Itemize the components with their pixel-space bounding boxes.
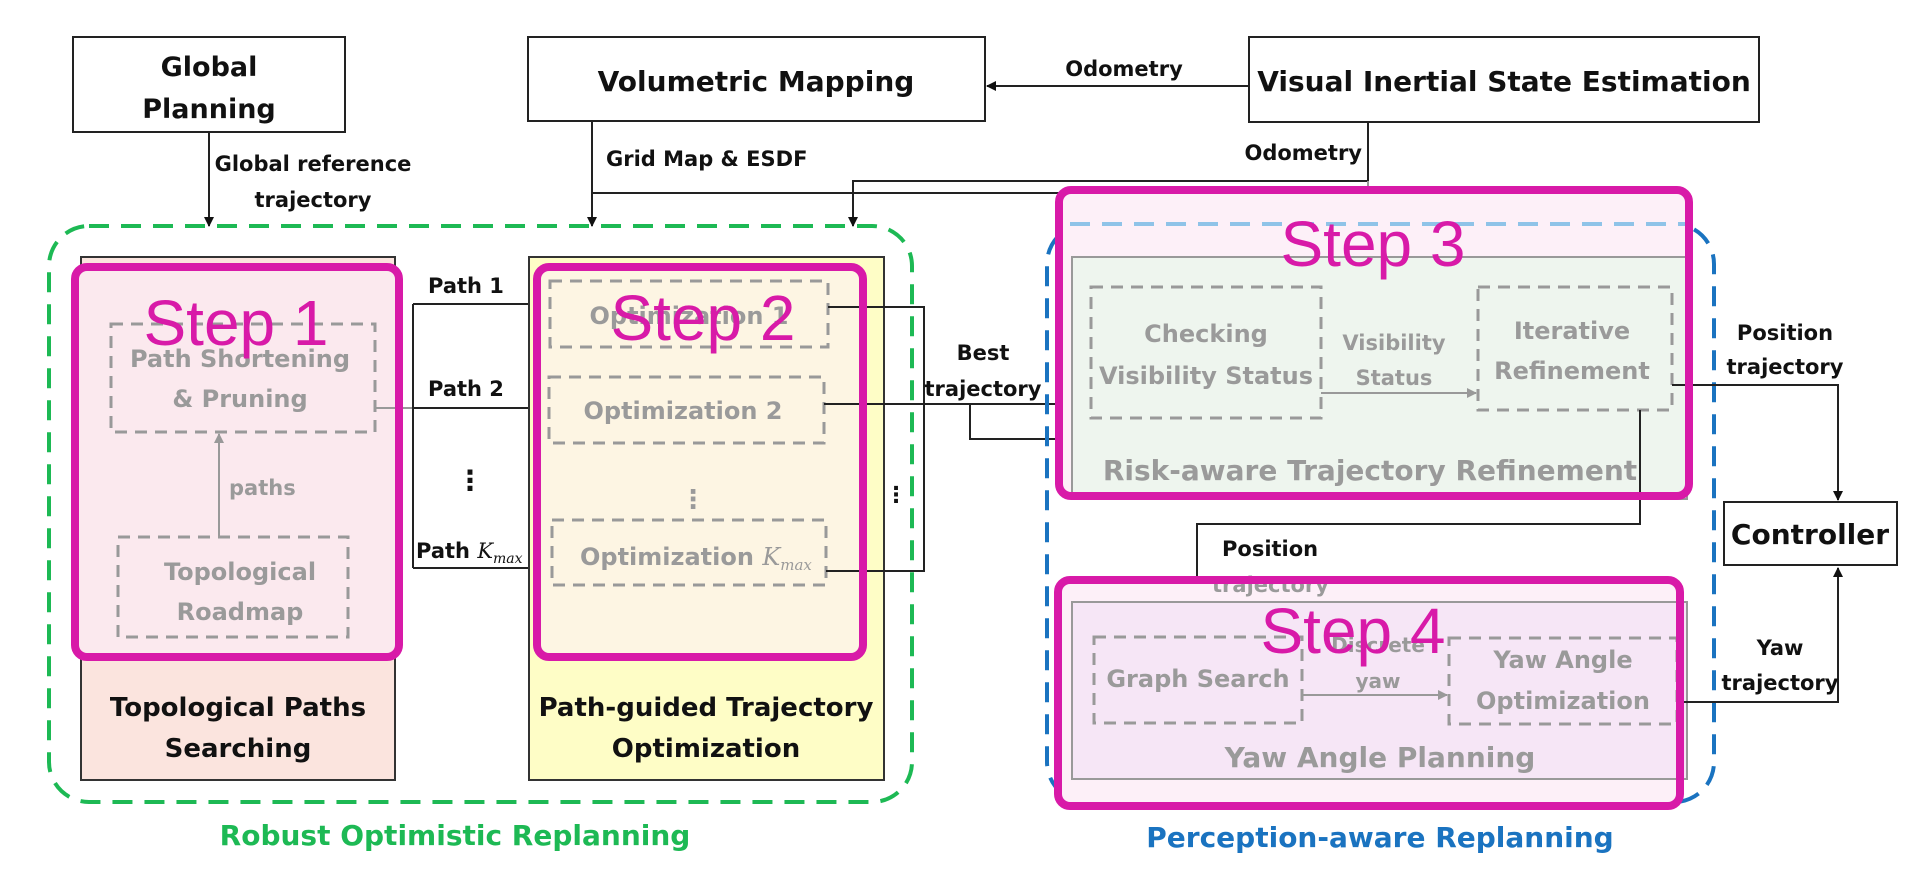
controller-box: Controller — [1723, 501, 1898, 566]
risk-title: Risk-aware Trajectory Refinement — [1103, 454, 1637, 487]
iterative-label-2: Refinement — [1494, 357, 1650, 385]
odometry-branch-line — [848, 122, 1369, 227]
global-planning-label-2: Planning — [142, 94, 276, 125]
iterative-label-1: Iterative — [1514, 317, 1630, 345]
step1-fill — [77, 269, 397, 656]
step2-label: Step 2 — [610, 282, 795, 354]
optimization-1-node — [548, 279, 830, 349]
step1-highlight — [71, 263, 403, 661]
grid-map-label: Grid Map & ESDF — [606, 147, 807, 171]
global-ref-label-1: Global reference — [215, 152, 412, 176]
step3-highlight — [1055, 186, 1693, 500]
topological-roadmap-node — [116, 535, 350, 639]
position-traj-right-label-2: trajectory — [1727, 355, 1844, 379]
paths-label: paths — [229, 476, 296, 500]
merge-bracket — [826, 306, 925, 572]
optimization-k-label: Optimization Kmax — [580, 543, 812, 574]
global-ref-label-2: trajectory — [255, 188, 372, 212]
path-ellipsis: ⋮ — [456, 464, 484, 497]
topo-title-2: Searching — [165, 734, 312, 764]
visibility-status-label-2: Status — [1356, 366, 1433, 390]
roadmap-label-1: Topological — [164, 558, 316, 586]
topo-title-1: Topological Paths — [110, 693, 366, 723]
yaw-title: Yaw Angle Planning — [1224, 741, 1536, 774]
odometry-top-label: Odometry — [1065, 57, 1183, 81]
checking-label-2: Visibility Status — [1099, 362, 1313, 390]
volumetric-mapping-label: Volumetric Mapping — [598, 65, 915, 98]
step2-highlight — [533, 263, 867, 661]
opt-title-1: Path-guided Trajectory — [539, 693, 874, 723]
yaw-opt-label-2: Optimization — [1476, 687, 1650, 715]
optimization-k-node — [550, 518, 828, 587]
yaw-opt-label-1: Yaw Angle — [1492, 646, 1632, 674]
robust-replanning-group — [47, 224, 914, 804]
merge-ellipsis: ⋮ — [885, 483, 907, 508]
yaw-trajectory-arrow — [1677, 567, 1843, 703]
volumetric-mapping-box: Volumetric Mapping — [527, 36, 986, 122]
optimization-2-label: Optimization 2 — [583, 397, 782, 425]
graph-search-label: Graph Search — [1106, 665, 1289, 693]
global-planning-label-1: Global — [161, 52, 258, 83]
optimization-1-label: Optimization 1 — [589, 302, 788, 330]
discrete-yaw-label-2: yaw — [1355, 669, 1400, 693]
yaw-traj-label-2: trajectory — [1722, 671, 1839, 695]
global-planning-box: Global Planning — [72, 36, 346, 133]
position-traj-right-label-1: Position — [1737, 321, 1833, 345]
checking-label-1: Checking — [1144, 320, 1268, 348]
position-trajectory-arrow — [1672, 384, 1843, 501]
yaw-traj-label-1: Yaw — [1756, 636, 1804, 660]
best-trajectory-label-2: trajectory — [925, 377, 1042, 401]
roadmap-label-2: Roadmap — [177, 598, 304, 626]
perception-replanning-label: Perception-aware Replanning — [1146, 821, 1613, 854]
optimization-2-node — [547, 375, 826, 445]
step4-highlight — [1054, 576, 1684, 810]
yaw-module-box — [1071, 601, 1688, 780]
step1-label: Step 1 — [143, 287, 328, 359]
step2-fill — [539, 269, 861, 656]
robust-replanning-label: Robust Optimistic Replanning — [220, 819, 691, 852]
path-shortening-node — [109, 322, 377, 434]
vis-estimation-label: Visual Inertial State Estimation — [1257, 65, 1751, 98]
pathk-label: Path Kmax — [416, 539, 523, 567]
controller-label: Controller — [1731, 518, 1889, 551]
visibility-status-label-1: Visibility — [1342, 331, 1445, 355]
path-shortening-label-2: & Pruning — [172, 385, 307, 413]
discrete-yaw-label-1: Discrete — [1331, 633, 1425, 657]
position-traj-mid-label-1: Position — [1222, 537, 1318, 561]
step4-label: Step 4 — [1260, 595, 1445, 667]
risk-module-box — [1071, 256, 1688, 500]
path1-label: Path 1 — [428, 274, 504, 298]
opt-title-2: Optimization — [612, 734, 800, 764]
vis-estimation-box: Visual Inertial State Estimation — [1248, 36, 1760, 123]
odometry-right-label: Odometry — [1244, 141, 1362, 165]
path2-label: Path 2 — [428, 377, 504, 401]
path-shortening-label-1: Path Shortening — [130, 345, 350, 373]
best-trajectory-label-1: Best — [957, 341, 1010, 365]
optimization-ellipsis: ⋮ — [680, 485, 706, 515]
graph-search-node — [1092, 635, 1304, 725]
step3-label: Step 3 — [1280, 208, 1465, 280]
